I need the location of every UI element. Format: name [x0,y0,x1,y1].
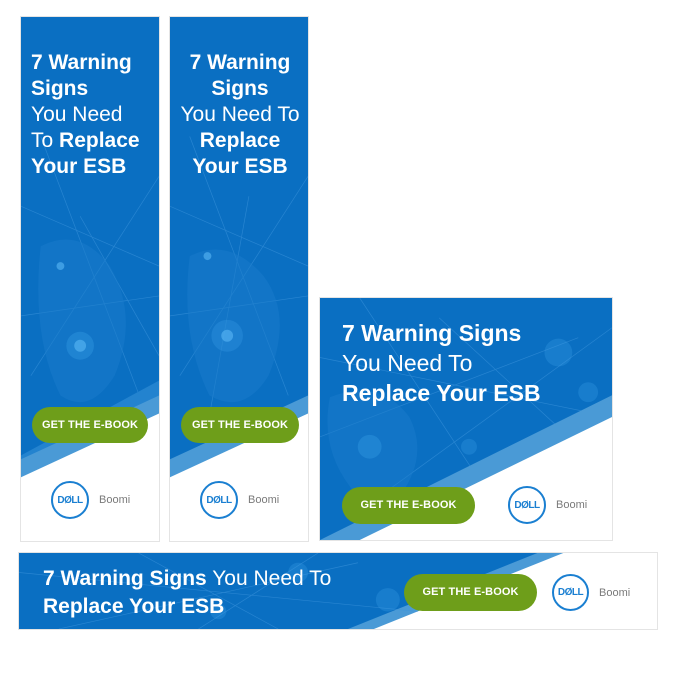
boomi-logo: Boomi [99,494,131,506]
brand-logos: DØLL Boomi [200,481,279,519]
headline-line: Replace Your ESB [342,380,541,406]
brand-logos: DØLL Boomi [552,574,630,611]
headline-line: 7 Warning [31,51,132,74]
boomi-logo: Boomi [599,586,631,599]
get-ebook-button[interactable]: GET THE E-BOOK [342,487,475,524]
boomi-logo: Boomi [248,494,280,506]
headline-line: 7 Warning Signs [342,320,522,346]
headline: 7 Warning Signs You Need To Replace Your… [43,565,403,621]
dell-text: DØLL [206,494,232,506]
headline-line: To [31,129,54,152]
headline-line: Your ESB [31,155,127,178]
banner-leaderboard[interactable]: 7 Warning Signs You Need To Replace Your… [18,552,658,630]
banner-skyscraper-2[interactable]: 7 Warning Signs You Need To Replace Your… [169,16,309,542]
map-background [170,17,308,541]
get-ebook-button[interactable]: GET THE E-BOOK [181,407,299,443]
headline-line: 7 Warning [189,51,291,74]
headline-line: You Need To [342,350,473,376]
dell-text: DØLL [557,587,584,598]
dell-logo-icon: DØLL [508,486,546,524]
headline: 7 Warning Signs You Need To Replace Your… [342,318,612,408]
dell-logo-icon: DØLL [51,481,89,519]
dell-text: DØLL [57,494,83,506]
headline: 7 Warning Signs You Need To Replace Your… [31,50,159,180]
headline-line: Replace [59,129,140,152]
map-background [19,553,657,629]
headline-line: 7 Warning Signs [43,567,207,590]
brand-logos: DØLL Boomi [508,486,587,524]
boomi-logo: Boomi [556,499,588,511]
headline-line: Signs [211,77,269,100]
headline-line: Signs [31,77,89,100]
headline-line: Your ESB [192,155,288,178]
get-ebook-button[interactable]: GET THE E-BOOK [404,574,537,611]
headline-line: Replace [199,129,281,152]
dell-logo-icon: DØLL [552,574,589,611]
dell-text: DØLL [514,499,540,511]
dell-logo-icon: DØLL [200,481,238,519]
brand-logos: DØLL Boomi [51,481,130,519]
headline-line: Replace Your ESB [43,595,225,618]
get-ebook-button[interactable]: GET THE E-BOOK [32,407,148,443]
headline: 7 Warning Signs You Need To Replace Your… [170,50,308,180]
banner-medium-rectangle[interactable]: 7 Warning Signs You Need To Replace Your… [319,297,613,541]
headline-line: You Need To [180,103,300,126]
banner-skyscraper-1[interactable]: 7 Warning Signs You Need To Replace Your… [20,16,160,542]
headline-line: You Need [31,103,123,126]
headline-line: You Need To [212,567,332,590]
